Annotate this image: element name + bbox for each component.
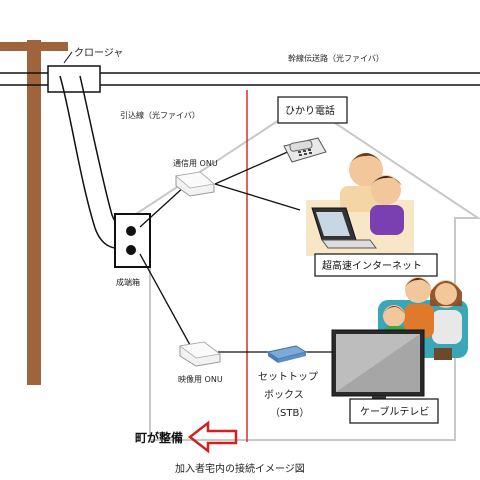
internal-cables bbox=[139, 149, 332, 353]
laptop-couple-icon bbox=[306, 153, 414, 256]
stb-label-2: ボックス bbox=[264, 389, 304, 401]
cable-tv-label: ケーブルテレビ bbox=[360, 405, 429, 418]
telephone-icon bbox=[283, 137, 327, 163]
set-top-box bbox=[266, 345, 308, 363]
cable-tv-box bbox=[349, 398, 439, 424]
trunk-line-label: 幹線伝送路（光ファイバ） bbox=[288, 53, 384, 63]
drop-line-label: 引込線（光ファイバ） bbox=[120, 110, 200, 120]
stb-label-3: （STB） bbox=[270, 407, 309, 419]
hikari-phone-label: ひかり電話 bbox=[285, 104, 335, 117]
video-onu-label: 映像用 ONU bbox=[178, 374, 223, 384]
diagram-caption: 加入者宅内の接続イメージ図 bbox=[175, 462, 305, 475]
internet-label: 超高速インターネット bbox=[322, 259, 422, 272]
closure-box bbox=[47, 65, 101, 93]
utility-pole bbox=[0, 40, 68, 385]
video-onu bbox=[179, 341, 221, 367]
comm-onu-label: 通信用 ONU bbox=[173, 158, 218, 168]
internet-box bbox=[314, 253, 438, 277]
hikari-phone-box bbox=[277, 96, 348, 124]
closure-label: クロージャ bbox=[74, 47, 123, 59]
town-maintains-label: 町が整備 bbox=[135, 430, 183, 445]
terminal-box-label: 成端箱 bbox=[116, 277, 140, 287]
left-arrow-icon bbox=[187, 420, 238, 454]
comm-onu bbox=[175, 171, 215, 197]
house-outline bbox=[126, 101, 480, 441]
closure-pointer bbox=[63, 51, 73, 64]
tv-icon bbox=[331, 329, 425, 406]
stb-label-1: セットトップ bbox=[258, 371, 318, 383]
